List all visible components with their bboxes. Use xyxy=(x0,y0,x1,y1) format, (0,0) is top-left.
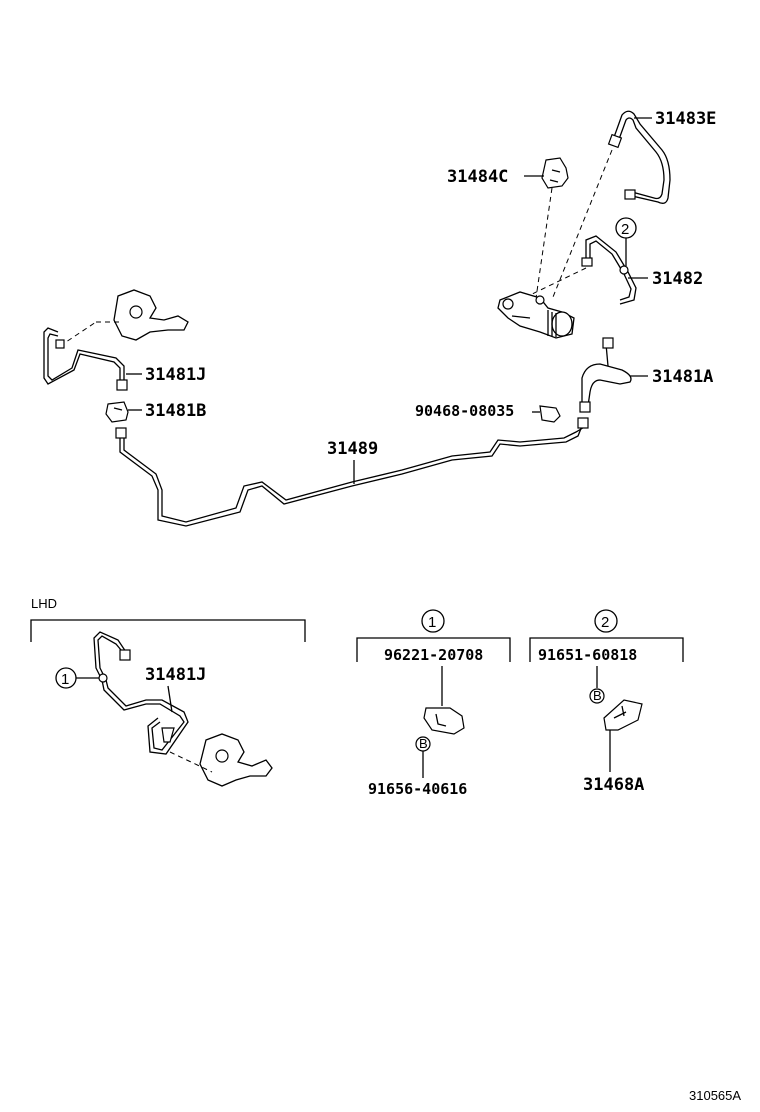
detail1-bracket xyxy=(356,637,511,662)
label-31481A: 31481A xyxy=(652,367,713,387)
dashed-link-master-upper xyxy=(59,321,97,347)
label-31481J: 31481J xyxy=(145,365,206,385)
pipe-31481J-upper xyxy=(43,327,128,391)
label-90468-08035: 90468-08035 xyxy=(415,402,514,420)
pipe-31482 xyxy=(581,235,637,305)
detail1-circle-num: 1 xyxy=(428,614,436,631)
callout-circle-1-lhd-num: 1 xyxy=(61,671,69,688)
dashed-link-31484C xyxy=(535,187,553,299)
detail1-bolt-label: 91656-40616 xyxy=(368,780,467,798)
leader-31481J-lhd xyxy=(167,685,173,713)
svg-text:B: B xyxy=(593,688,602,703)
hose-31481A xyxy=(579,337,632,413)
label-31484C: 31484C xyxy=(447,167,508,187)
detail1-part-label: 96221-20708 xyxy=(384,646,483,664)
callout-circle-2-upper-num: 2 xyxy=(621,221,629,238)
lhd-bracket xyxy=(30,619,306,642)
pipe-31481J-lhd xyxy=(93,631,189,755)
detail2-circle-num: 2 xyxy=(601,614,609,631)
lhd-title: LHD xyxy=(31,596,57,611)
clip-31484C xyxy=(541,157,569,189)
detail2-bracket xyxy=(529,637,684,662)
detail2-part-label: 91651-60818 xyxy=(538,646,637,664)
clip-90468-08035 xyxy=(539,405,561,423)
clutch-release-cylinder xyxy=(497,291,575,339)
diagram-code: 310565A xyxy=(689,1088,741,1103)
master-cylinder-upper xyxy=(113,289,189,341)
detail2-circle xyxy=(594,609,618,633)
tube-31489 xyxy=(115,417,589,527)
label-31481J-lhd: 31481J xyxy=(145,665,206,685)
label-31482: 31482 xyxy=(652,269,703,289)
detail2-bolt: B xyxy=(589,688,605,704)
label-31483E: 31483E xyxy=(655,109,716,129)
dashed-link-31482 xyxy=(527,267,587,297)
label-31489: 31489 xyxy=(327,439,378,459)
master-cylinder-lhd xyxy=(199,733,273,787)
hose-31483E xyxy=(607,110,671,204)
clip-31481B xyxy=(105,401,129,423)
label-31481B: 31481B xyxy=(145,401,206,421)
detail1-circle xyxy=(421,609,445,633)
detail2-bracket-part xyxy=(603,699,643,731)
svg-text:B: B xyxy=(419,736,428,751)
dashed-link-master-lhd xyxy=(169,751,213,773)
detail2-bracket-label: 31468A xyxy=(583,775,644,795)
detail1-bolt: B xyxy=(415,736,431,752)
detail1-clip xyxy=(423,707,465,735)
